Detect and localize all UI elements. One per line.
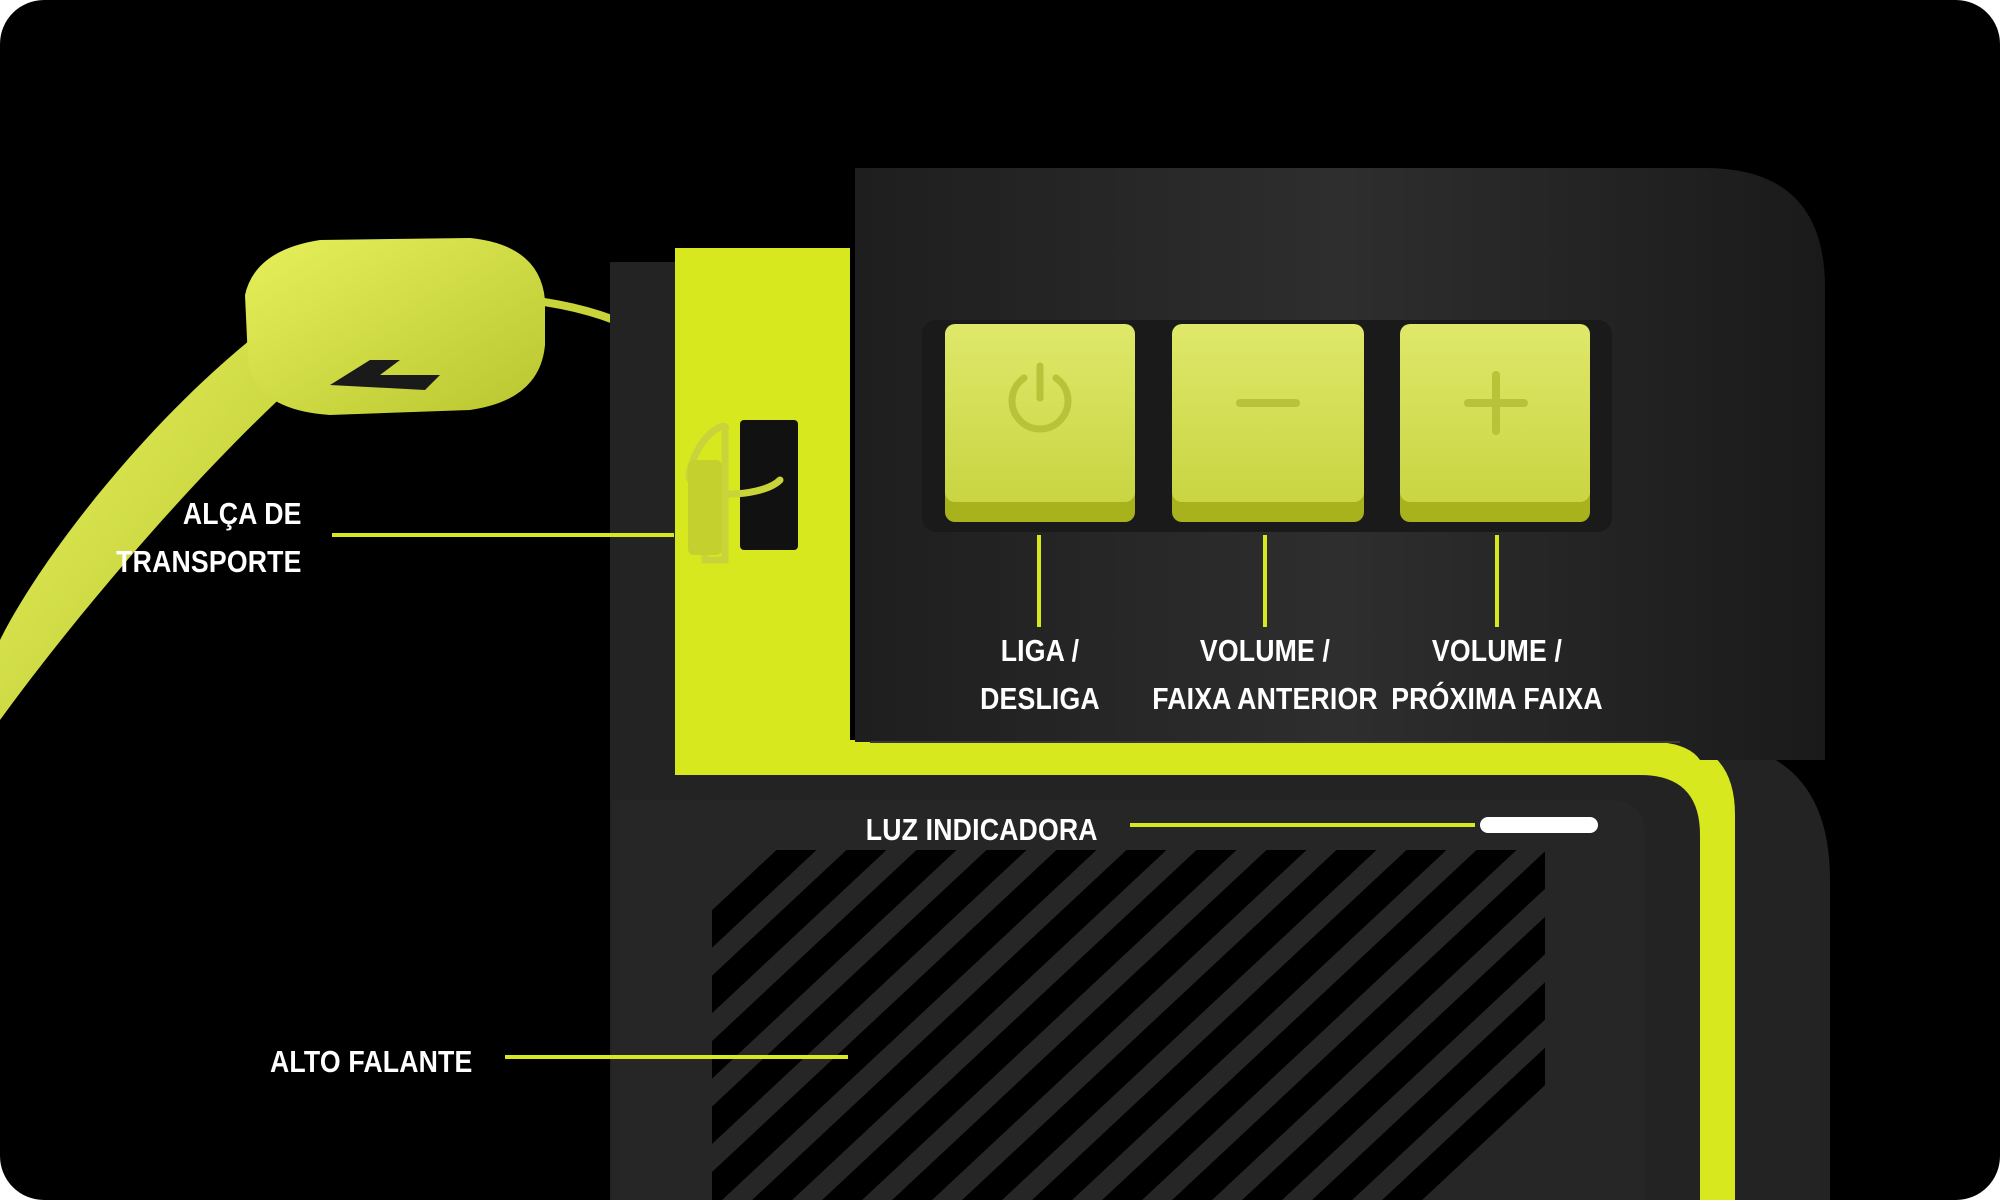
power-button-label: LIGA / DESLIGA [954, 627, 1126, 723]
indicator-light [1480, 817, 1598, 833]
carry-strap-label-line-1: ALÇA DE [183, 496, 302, 531]
strap-band [0, 340, 300, 720]
speaker-label-line-1: ALTO FALANTE [269, 1044, 472, 1079]
volume-up-leader [1495, 535, 1499, 627]
power-button-label-line-2: DESLIGA [980, 681, 1100, 716]
volume-up-label-line-2: PRÓXIMA FAIXA [1391, 681, 1603, 716]
indicator-light-leader [1130, 823, 1475, 827]
brand-logo-icon [330, 360, 440, 390]
speaker-frame [675, 248, 1735, 1200]
speaker-grille [712, 850, 1545, 1200]
strap-tag [245, 238, 545, 415]
speaker-label: ALTO FALANTE [269, 1038, 472, 1086]
volume-up-label-line-1: VOLUME / [1431, 633, 1563, 668]
speaker-leader [505, 1055, 848, 1059]
indicator-light-label: LUZ INDICADORA [866, 806, 1098, 854]
volume-down-button [1172, 324, 1364, 522]
power-button-leader [1037, 535, 1041, 627]
carry-strap-label-line-2: TRANSPORTE [116, 544, 302, 579]
volume-down-label-line-2: FAIXA ANTERIOR [1152, 681, 1378, 716]
power-button [945, 324, 1135, 522]
indicator-light-label-line-1: LUZ INDICADORA [866, 812, 1098, 847]
power-button-label-line-1: LIGA / [1000, 633, 1080, 668]
power-icon [1008, 362, 1072, 433]
volume-down-label: VOLUME / FAIXA ANTERIOR [1136, 627, 1394, 723]
volume-down-leader [1263, 535, 1267, 627]
carry-strap-label: ALÇA DE TRANSPORTE [117, 490, 302, 586]
volume-down-label-line-1: VOLUME / [1199, 633, 1331, 668]
volume-up-label: VOLUME / PRÓXIMA FAIXA [1368, 627, 1626, 723]
plus-icon [1464, 371, 1528, 435]
volume-up-button [1400, 324, 1590, 522]
carry-strap-leader [332, 533, 674, 537]
